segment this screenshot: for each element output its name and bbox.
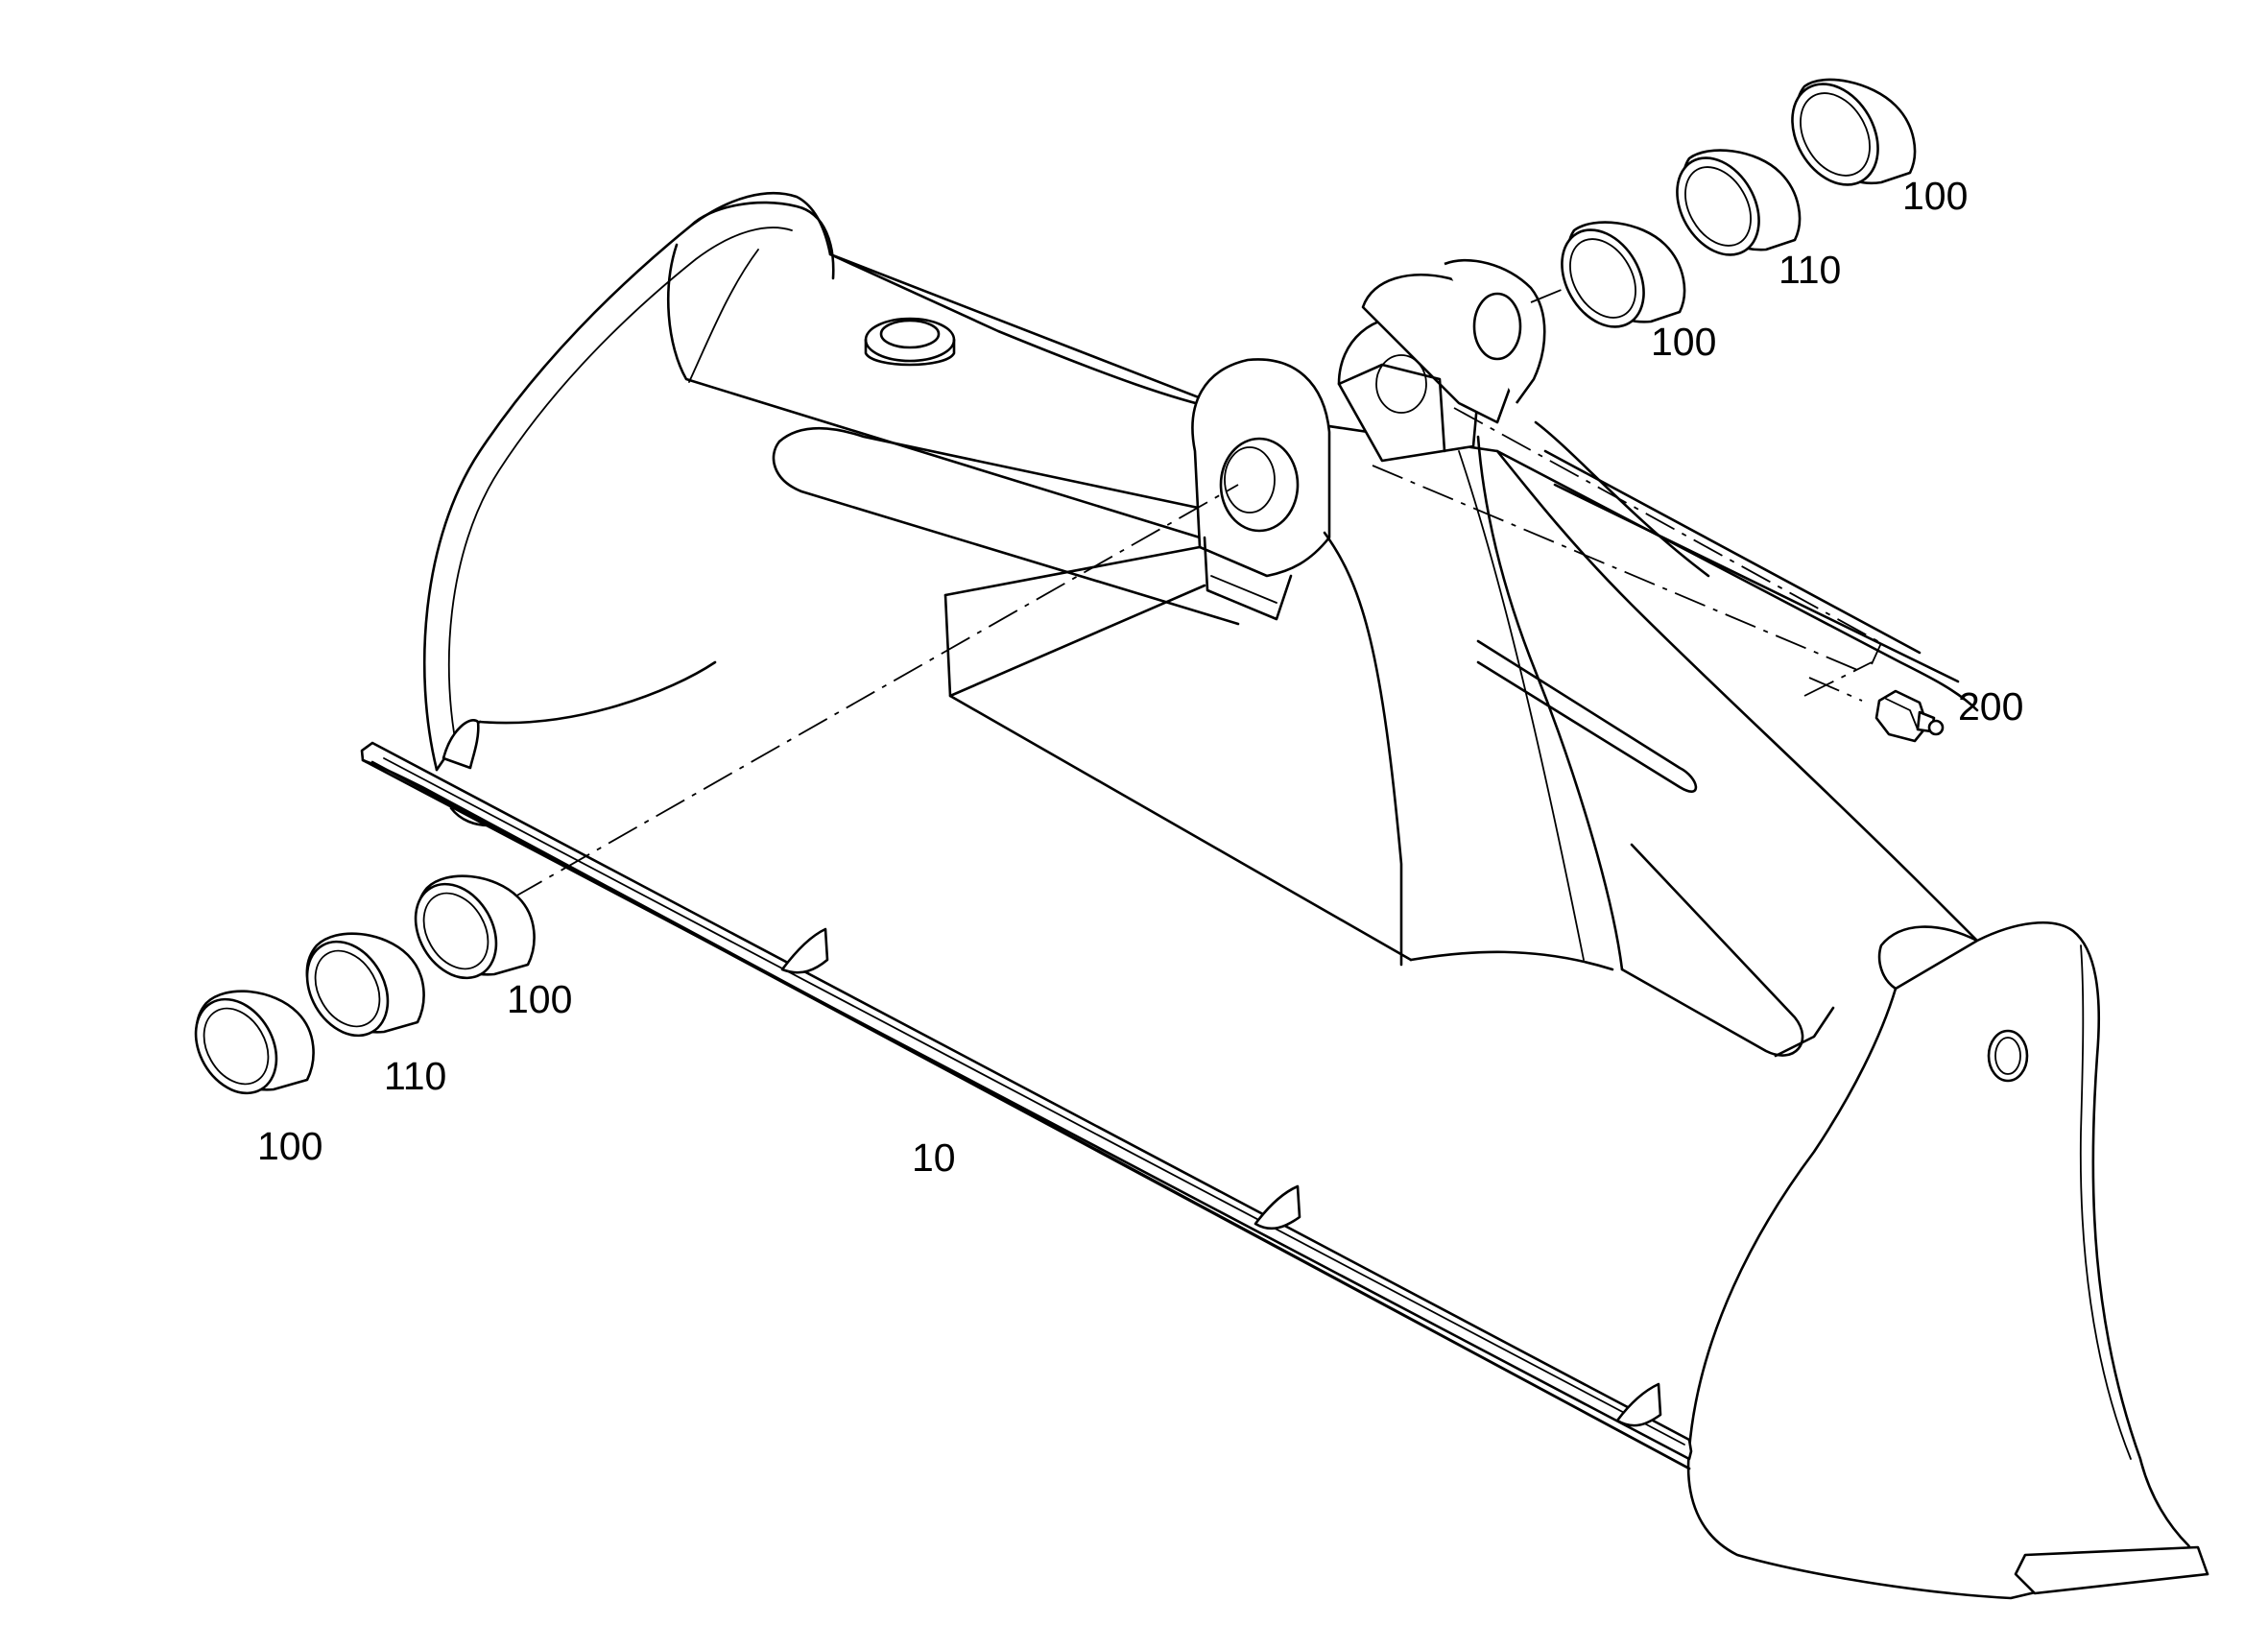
ring-top bbox=[1676, 149, 1802, 256]
left-bushing-set bbox=[194, 874, 536, 1095]
callout-labels: 100 110 100 200 100 110 100 10 bbox=[257, 174, 2023, 1180]
edge-gussets bbox=[780, 927, 1662, 1427]
callout-bushing-left-inner: 100 bbox=[507, 977, 572, 1021]
bushing-top-inner bbox=[1561, 221, 1686, 328]
bucket-body bbox=[360, 191, 2209, 1600]
bushing-left-inner bbox=[414, 874, 536, 980]
ring-left bbox=[305, 932, 425, 1038]
top-bushing-set bbox=[1561, 78, 1917, 328]
callout-bushing-left-outer: 100 bbox=[257, 1124, 322, 1168]
callout-bushing-top-outer: 100 bbox=[1902, 174, 1968, 218]
callout-bushing-top-inner: 100 bbox=[1651, 320, 1716, 364]
grease-nipple bbox=[1874, 689, 1945, 743]
callout-bucket: 10 bbox=[912, 1135, 956, 1180]
callout-ring-left: 110 bbox=[384, 1054, 446, 1098]
callout-ring-top: 110 bbox=[1779, 248, 1841, 292]
callout-grease-nipple: 200 bbox=[1958, 684, 2023, 729]
bushing-top-outer bbox=[1791, 78, 1917, 186]
bushing-left-outer bbox=[194, 990, 315, 1095]
